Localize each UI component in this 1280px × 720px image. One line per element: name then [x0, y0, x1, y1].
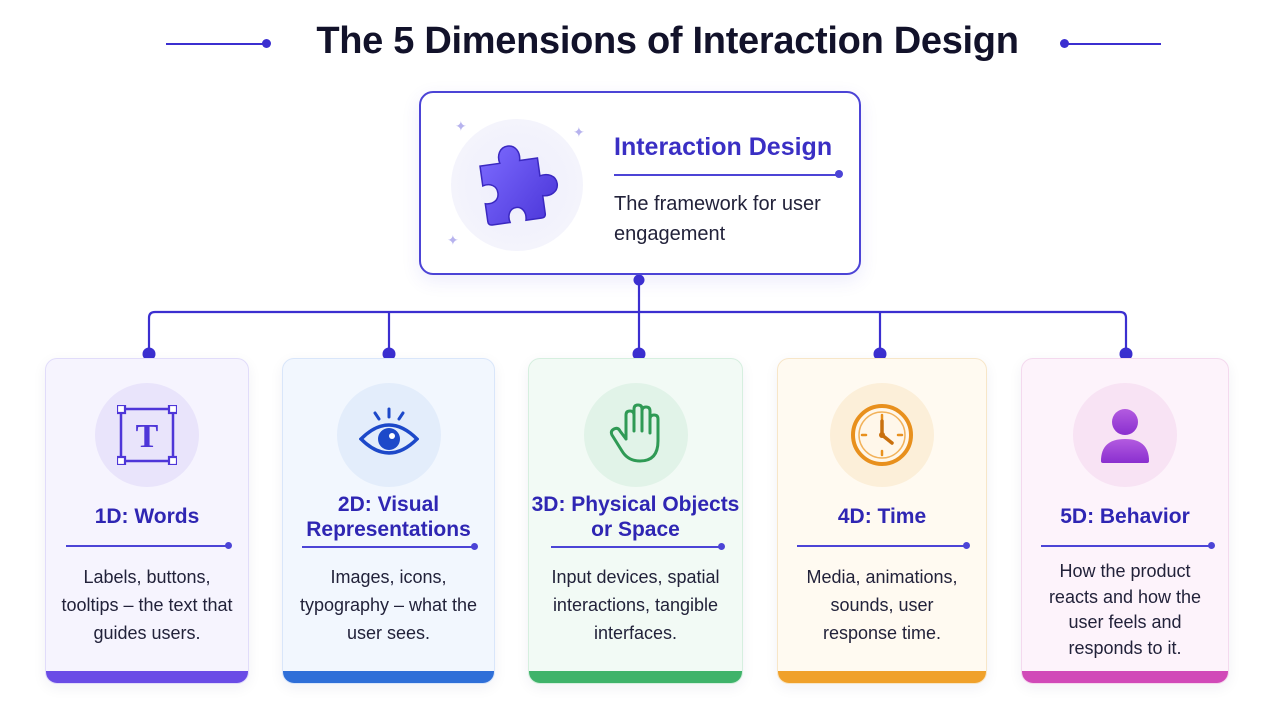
hand-icon — [609, 403, 659, 463]
card-icon-circle — [583, 383, 688, 487]
card-title-rule — [797, 545, 966, 547]
clock-icon — [851, 404, 913, 466]
connector-node-root — [633, 274, 645, 286]
card-title-rule-dot — [471, 543, 478, 550]
dimension-card-behavior: 5D: Behavior How the product reacts and … — [1021, 358, 1229, 684]
connector-bus — [147, 310, 1128, 354]
card-accent-bar — [529, 671, 742, 683]
dimension-card-physical: 3D: Physical Objects or Space Input devi… — [528, 358, 743, 684]
card-icon-circle: T — [95, 383, 199, 487]
root-title-rule — [614, 174, 836, 176]
card-title-rule-dot — [1208, 542, 1215, 549]
card-title-rule-dot — [963, 542, 970, 549]
card-title-rule — [302, 546, 474, 548]
title-decor-dot-left — [262, 39, 271, 48]
card-title-rule — [66, 545, 228, 547]
svg-text:T: T — [136, 418, 159, 455]
card-title: 2D: Visual Representations — [306, 493, 471, 541]
card-description: Images, icons, typography – what the use… — [299, 567, 478, 643]
root-icon-circle — [451, 119, 583, 251]
page-title: The 5 Dimensions of Interaction Design — [316, 20, 1019, 62]
card-title: 1D: Words — [94, 505, 200, 528]
card-title: 5D: Behavior — [1060, 505, 1190, 528]
card-accent-bar — [283, 671, 494, 683]
card-title-rule-dot — [225, 542, 232, 549]
card-icon-circle — [830, 383, 934, 487]
title-row: The 5 Dimensions of Interaction Design — [0, 14, 1280, 74]
dimension-card-visual: 2D: Visual Representations Images, icons… — [282, 358, 495, 684]
card-title-rule — [551, 546, 721, 548]
card-title: 4D: Time — [837, 505, 927, 528]
card-title-rule-dot — [718, 543, 725, 550]
sparkle-icon: ✦ — [573, 124, 585, 140]
dimension-card-words: T 1D: Words Labels, buttons, tooltips – … — [45, 358, 249, 684]
card-title-rule — [1041, 545, 1211, 547]
root-node: ✦ ✦ ✦ Interaction Design The framework f… — [419, 91, 861, 275]
card-accent-bar — [778, 671, 986, 683]
root-description: The framework for user engagement — [614, 193, 821, 245]
text-box-icon: T — [117, 405, 177, 465]
card-accent-bar — [46, 671, 248, 683]
sparkle-icon: ✦ — [455, 118, 467, 134]
card-description: Labels, buttons, tooltips – the text tha… — [61, 567, 233, 643]
title-decor-line-left — [166, 43, 266, 45]
eye-icon — [358, 407, 419, 455]
user-icon — [1101, 409, 1149, 463]
root-title: Interaction Design — [614, 133, 833, 161]
title-decor-line-right — [1063, 43, 1161, 45]
card-description: Input devices, spatial interactions, tan… — [551, 567, 720, 643]
card-description: How the product reacts and how the user … — [1048, 561, 1202, 658]
puzzle-piece-icon — [479, 145, 558, 226]
card-icon-circle — [1073, 383, 1177, 487]
card-description: Media, animations, sounds, user response… — [806, 567, 958, 643]
card-icon-circle — [336, 383, 441, 487]
sparkle-icon: ✦ — [447, 232, 459, 248]
dimension-card-time: 4D: Time Media, animations, sounds, user… — [777, 358, 987, 684]
card-title: 3D: Physical Objects or Space — [531, 493, 740, 541]
card-accent-bar — [1022, 671, 1228, 683]
root-title-rule-dot — [835, 170, 843, 178]
